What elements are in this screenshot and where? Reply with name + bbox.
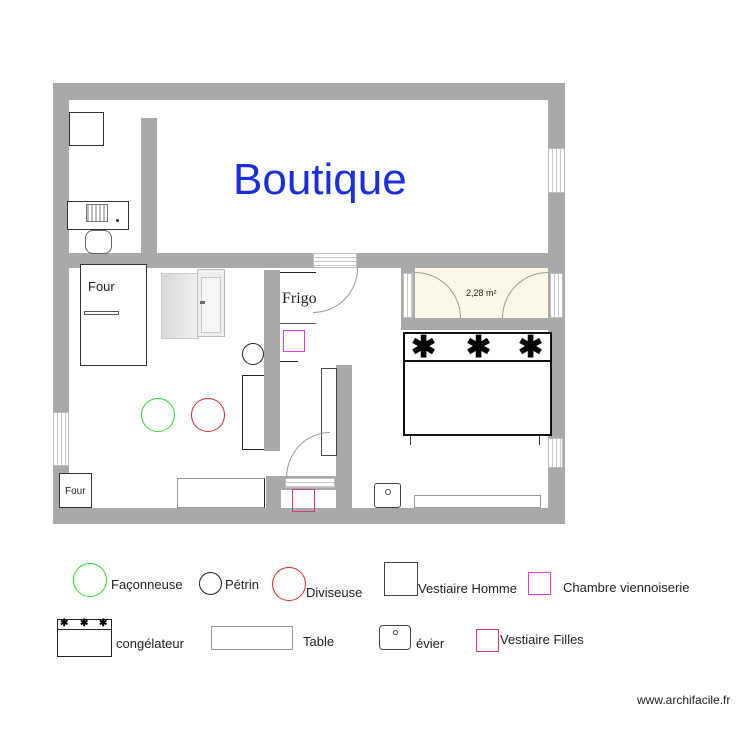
four-small-oven[interactable]: Four [59,473,92,508]
petrin-marker[interactable] [242,343,264,365]
faconneuse-marker[interactable] [141,398,175,432]
congelateur-legs [410,436,540,445]
legend-chambre-viennoiserie-label: Chambre viennoiserie [563,580,690,595]
wall-bottom [53,508,565,524]
chambre-viennoiserie-marker[interactable] [283,330,305,352]
table-left-of-wall[interactable] [242,375,264,450]
snowflake-icon: ✱ [411,331,437,364]
legend-chambre-viennoiserie-icon [528,572,551,595]
legend-congelateur-icon: ✱ ✱ ✱ [57,619,112,657]
diviseuse-marker[interactable] [191,398,225,432]
shelf-line [280,361,298,362]
wall-office-divider [141,118,157,254]
snowflake-icon: ✱ [518,331,544,364]
window-left [53,412,69,466]
drain-icon [385,489,391,495]
four-main-label: Four [88,279,115,294]
legend-congelateur-label: congélateur [116,636,184,651]
table-bottom-right[interactable] [414,495,541,508]
legend-faconneuse-label: Façonneuse [111,577,183,592]
evier[interactable] [374,483,401,508]
legend-congelateur-strip [58,620,111,630]
wall-top [53,83,565,100]
office-cabinet[interactable] [69,112,104,146]
window-small-room-left [403,273,413,318]
door-arc-mid [313,268,358,313]
wall-corridor-right [336,365,352,510]
wall-small-room-bottom [401,318,565,330]
frigo-label: Frigo [282,290,317,307]
congelateur[interactable]: ✱ ✱ ✱ [403,332,552,436]
legend-faconneuse-icon [73,563,107,597]
boutique-label: Boutique [233,155,407,204]
legend-evier-icon [379,625,411,650]
doorway-corridor [285,478,335,488]
legend-vestiaire-filles-label: Vestiaire Filles [500,632,584,647]
legend-evier-label: évier [416,636,445,651]
snowflake-icon: ✱ [60,618,69,629]
computer-icon [86,204,108,222]
window-right-top [548,148,565,193]
legend-vestiaire-homme-label: Vestiaire Homme [418,581,517,596]
legend-diviseuse-label: Diviseuse [306,585,363,600]
snowflake-icon: ✱ [466,331,492,364]
legend-table-icon [211,626,293,650]
legend-vestiaire-filles-icon [476,629,499,652]
four-main-oven[interactable]: Four [80,264,147,366]
legend-petrin-icon [199,572,222,595]
cold-room-image [161,269,225,341]
window-right-bottom [548,438,563,468]
snowflake-icon: ✱ [99,618,108,629]
vestiaire-filles-marker[interactable] [292,489,315,512]
watermark[interactable]: www.archifacile.fr [637,693,731,707]
door-arc-corridor [286,432,330,478]
congelateur-top-strip [405,334,550,362]
small-room-area-label: 2,28 m² [466,288,497,298]
legend-vestiaire-homme-icon [384,562,418,596]
legend-petrin-label: Pétrin [225,577,259,592]
wall-frigo-vertical [264,270,280,451]
wall-vestiaire-left [266,476,281,516]
four-small-label: Four [65,486,86,497]
window-mid-top [313,253,357,268]
drain-icon [393,630,398,635]
frigo[interactable]: Frigo [280,272,317,324]
legend-table-label: Table [303,634,335,649]
snowflake-icon: ✱ [80,618,89,629]
legend-diviseuse-icon [272,567,306,601]
wall-mid-horizontal [53,253,565,268]
four-main-handle [84,311,119,315]
window-small-room-right [550,273,563,318]
office-chair-icon[interactable] [85,230,112,254]
mouse-icon [116,219,119,222]
table-bottom-left[interactable] [177,478,265,508]
